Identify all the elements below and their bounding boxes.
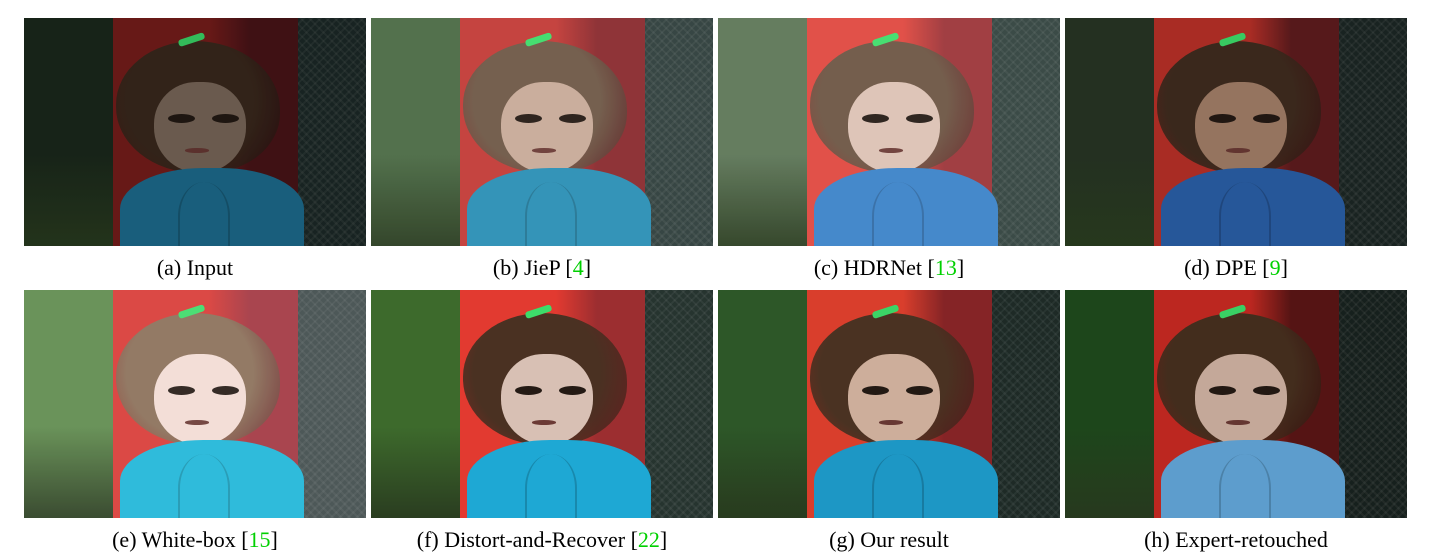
mouth	[1225, 419, 1250, 425]
left-eye	[167, 385, 195, 395]
netting	[297, 18, 366, 246]
caption-text-end: ]	[583, 255, 592, 280]
caption-text-end: ]	[659, 527, 668, 552]
mouth	[531, 147, 556, 153]
netting	[1338, 290, 1407, 518]
netting	[1338, 18, 1407, 246]
left-eye	[167, 113, 195, 123]
panel-caption: (c) HDRNet [13]	[718, 255, 1060, 281]
figure-panel-c: (c) HDRNet [13]	[718, 18, 1060, 280]
face	[153, 353, 247, 446]
tone-overlay	[24, 18, 366, 246]
hoodie-seam	[177, 454, 230, 518]
netting	[297, 290, 366, 518]
face	[1194, 81, 1288, 174]
right-eye	[906, 113, 934, 123]
mouth	[184, 419, 209, 425]
portrait-photo	[718, 18, 1060, 246]
left-eye	[514, 385, 542, 395]
panel-caption: (b) JieP [4]	[371, 255, 713, 281]
portrait-photo	[371, 290, 713, 518]
tone-overlay	[1065, 18, 1407, 246]
tone-overlay	[24, 290, 366, 518]
face	[500, 353, 594, 446]
citation-link[interactable]: 9	[1269, 255, 1281, 280]
citation-link[interactable]: 4	[572, 255, 584, 280]
caption-text: (b) JieP [	[492, 255, 573, 280]
left-eye	[861, 113, 889, 123]
hoodie-seam	[871, 454, 924, 518]
caption-text: (d) DPE [	[1184, 255, 1270, 280]
left-eye	[861, 385, 889, 395]
hoodie-seam	[871, 182, 924, 246]
mouth	[184, 147, 209, 153]
face	[847, 353, 941, 446]
right-eye	[1253, 385, 1281, 395]
caption-text-end: ]	[270, 527, 278, 552]
face	[847, 81, 941, 174]
citation-link[interactable]: 15	[248, 527, 271, 552]
figure-panel-d: (d) DPE [9]	[1065, 18, 1407, 280]
figure-panel-g: (g) Our result	[718, 290, 1060, 552]
portrait-photo	[24, 290, 366, 518]
mouth	[878, 419, 903, 425]
hoodie-seam	[524, 182, 577, 246]
face	[153, 81, 247, 174]
caption-text: (a) Input	[156, 255, 234, 280]
left-eye	[514, 113, 542, 123]
right-eye	[559, 385, 587, 395]
tone-overlay	[718, 290, 1060, 518]
caption-text-end: ]	[1280, 255, 1288, 280]
portrait-photo	[1065, 18, 1407, 246]
mouth	[878, 147, 903, 153]
figure-panel-f: (f) Distort-and-Recover [22]	[371, 290, 713, 552]
tone-overlay	[371, 18, 713, 246]
figure-panel-h: (h) Expert-retouched	[1065, 290, 1407, 552]
hoodie-seam	[1218, 454, 1271, 518]
panel-caption: (g) Our result	[718, 527, 1060, 553]
panel-caption: (f) Distort-and-Recover [22]	[371, 527, 713, 553]
netting	[991, 290, 1060, 518]
netting	[991, 18, 1060, 246]
tone-overlay	[371, 290, 713, 518]
left-eye	[1208, 385, 1236, 395]
tone-overlay	[718, 18, 1060, 246]
mouth	[1225, 147, 1250, 153]
caption-text: (f) Distort-and-Recover [	[416, 527, 638, 552]
caption-text: (g) Our result	[829, 527, 949, 552]
panel-caption: (d) DPE [9]	[1065, 255, 1407, 281]
figure-panel-a: (a) Input	[24, 18, 366, 280]
right-eye	[1253, 113, 1281, 123]
netting	[644, 18, 713, 246]
citation-link[interactable]: 13	[934, 255, 957, 280]
right-eye	[906, 385, 934, 395]
caption-text: (e) White-box [	[112, 527, 249, 552]
left-eye	[1208, 113, 1236, 123]
caption-text: (c) HDRNet [	[813, 255, 935, 280]
panel-caption: (h) Expert-retouched	[1065, 527, 1407, 553]
face	[1194, 353, 1288, 446]
tone-overlay	[1065, 290, 1407, 518]
hoodie-seam	[1218, 182, 1271, 246]
portrait-photo	[24, 18, 366, 246]
portrait-photo	[718, 290, 1060, 518]
right-eye	[559, 113, 587, 123]
figure-panel-e: (e) White-box [15]	[24, 290, 366, 552]
hoodie-seam	[177, 182, 230, 246]
portrait-photo	[371, 18, 713, 246]
mouth	[531, 419, 556, 425]
panel-caption: (e) White-box [15]	[24, 527, 366, 553]
right-eye	[212, 385, 240, 395]
hoodie-seam	[524, 454, 577, 518]
caption-text: (h) Expert-retouched	[1144, 527, 1328, 552]
caption-text-end: ]	[956, 255, 965, 280]
portrait-photo	[1065, 290, 1407, 518]
netting	[644, 290, 713, 518]
citation-link[interactable]: 22	[637, 527, 660, 552]
face	[500, 81, 594, 174]
figure-panel-b: (b) JieP [4]	[371, 18, 713, 280]
right-eye	[212, 113, 240, 123]
panel-caption: (a) Input	[24, 255, 366, 281]
